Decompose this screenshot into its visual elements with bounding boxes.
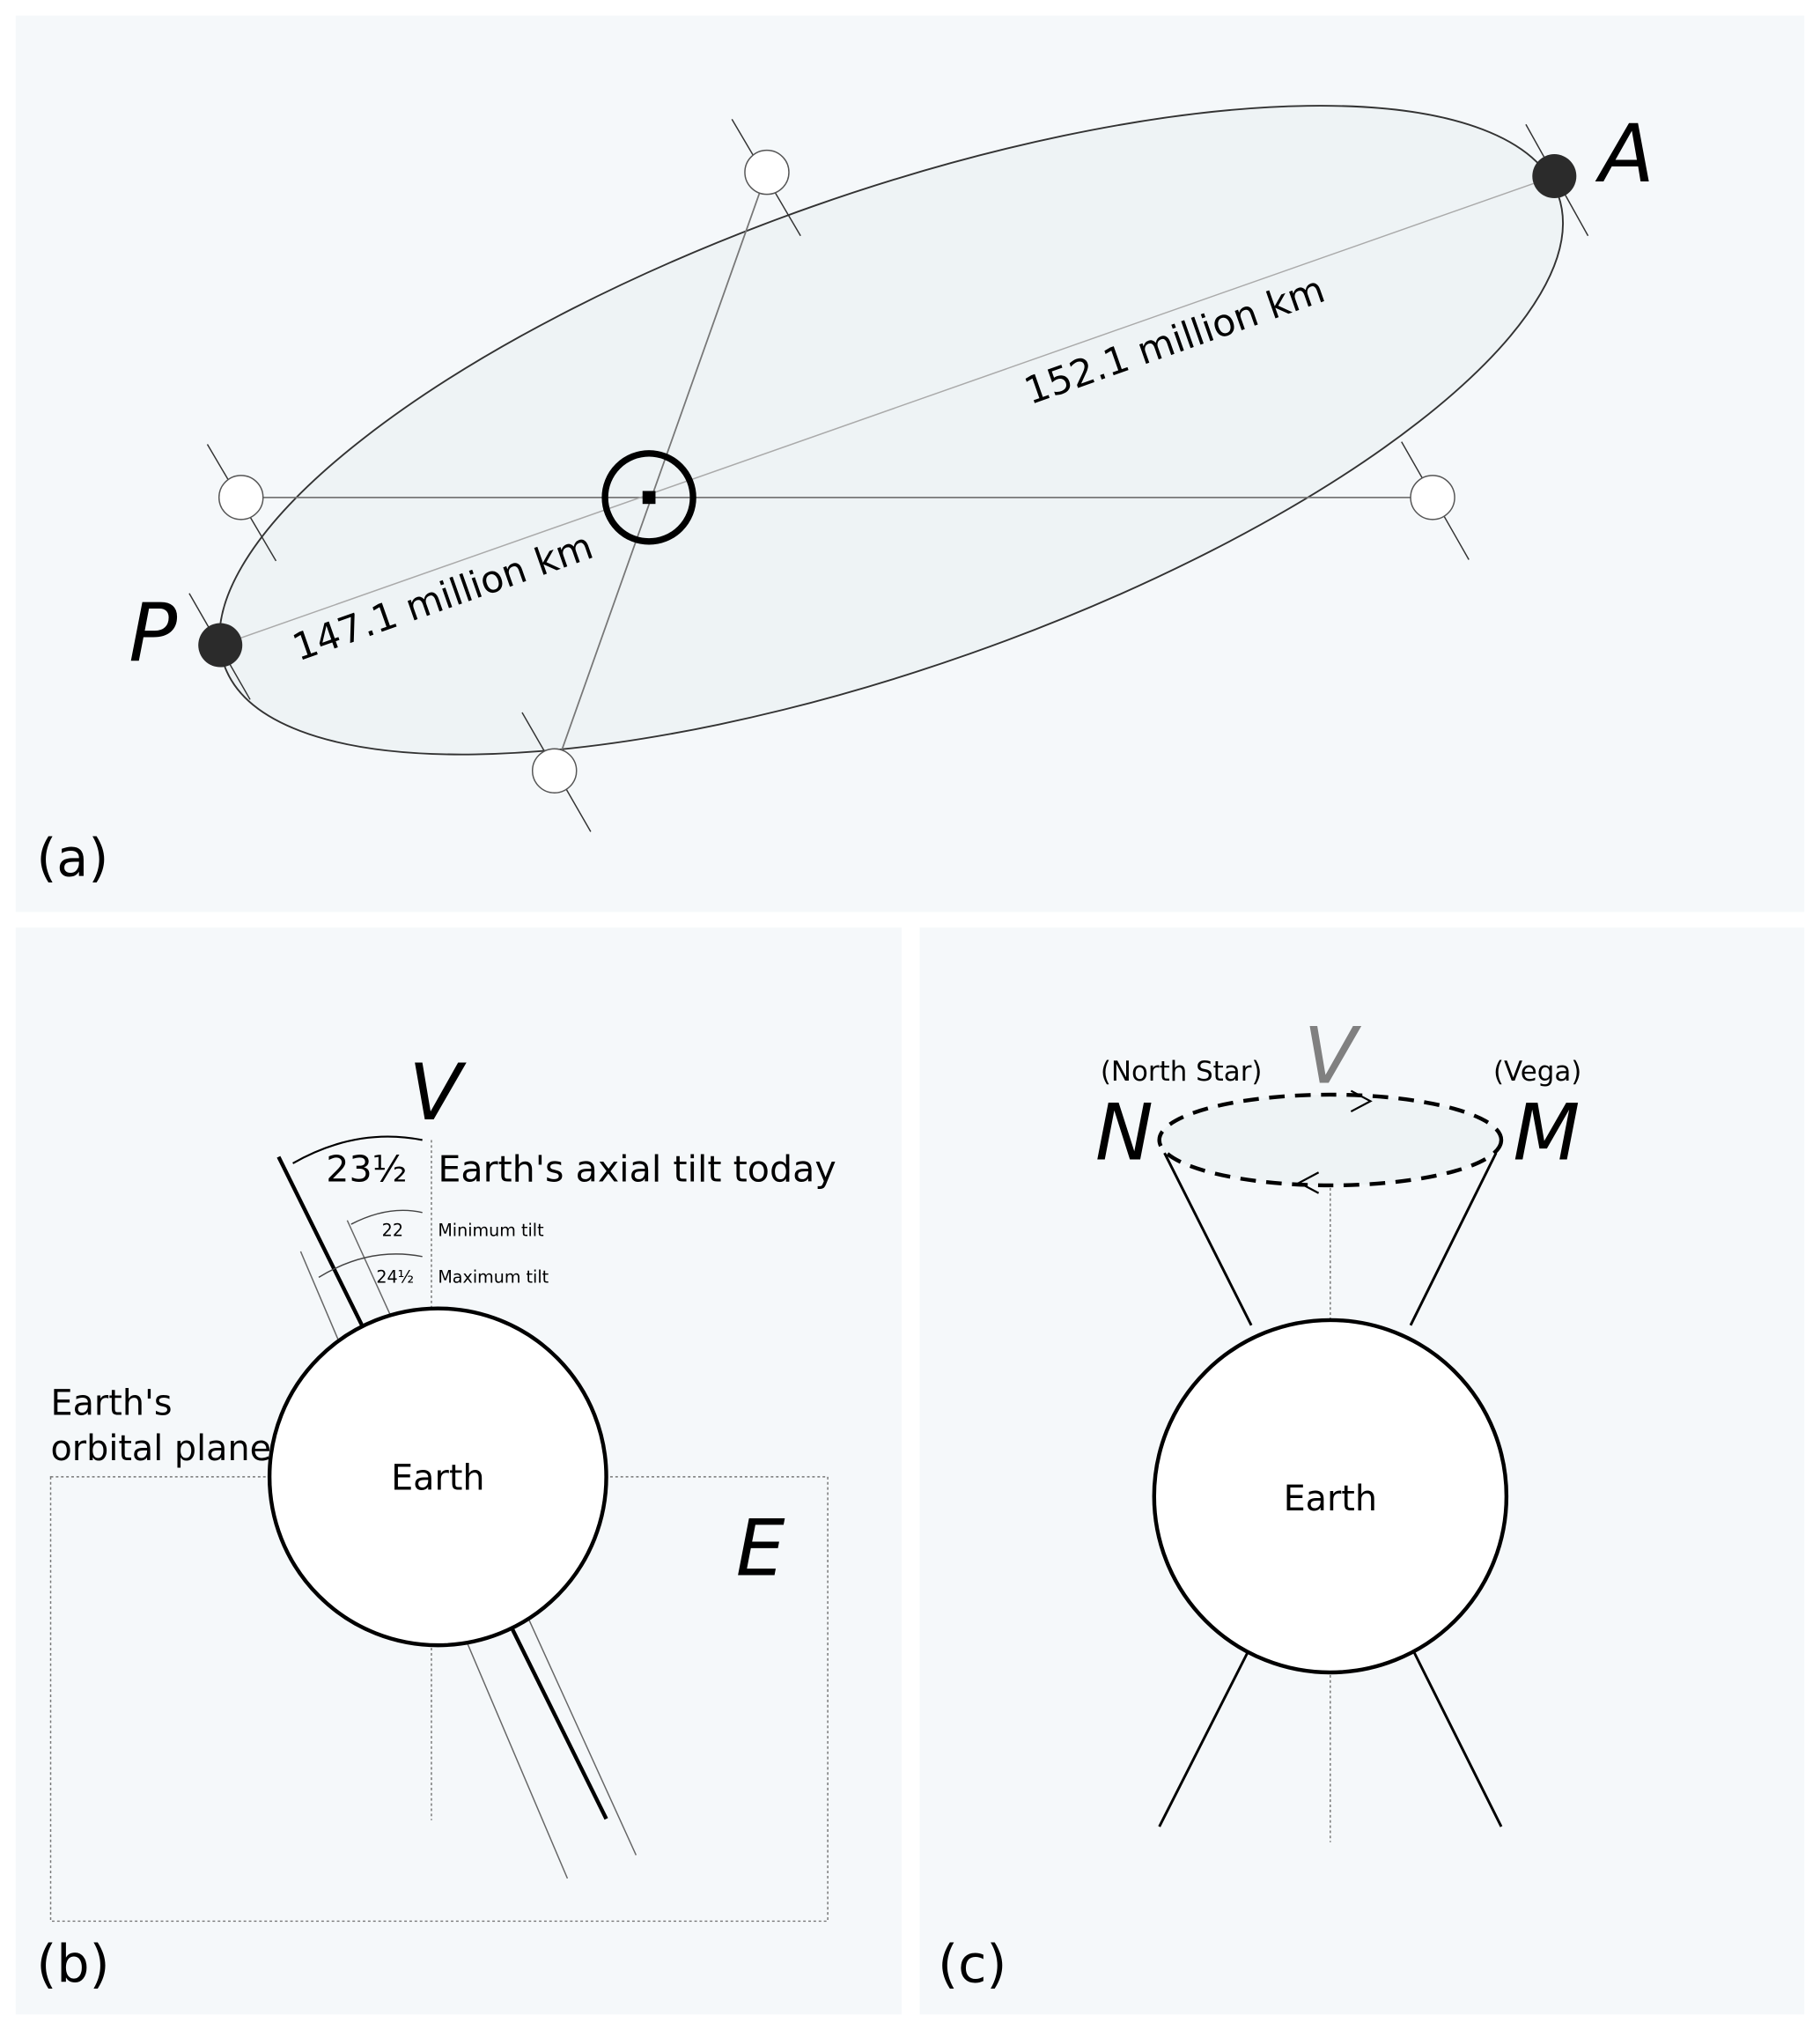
panel-a: P A 147.1 million km 152.1 million km (a… — [15, 15, 1805, 912]
sun-icon — [601, 450, 696, 545]
perihelion-label: P — [129, 586, 177, 680]
panel-c: V (North Star) (Vega) N M Earth (c) — [919, 927, 1805, 2015]
panel-a-label: (a) — [36, 827, 108, 888]
panel-c-label: (c) — [938, 1934, 1006, 1995]
max-tilt-text: Maximum tilt — [438, 1266, 549, 1287]
tilt-today-text: Earth's axial tilt today — [438, 1148, 836, 1191]
tilt-today-arc — [292, 1135, 423, 1164]
north-star-caption: (North Star) — [1101, 1056, 1263, 1088]
earth-circle — [1152, 1318, 1509, 1675]
orbit-position-top — [744, 149, 790, 196]
min-tilt-text: Minimum tilt — [438, 1220, 544, 1240]
sun-center — [642, 491, 656, 505]
earth-label: Earth — [1284, 1479, 1377, 1519]
orbital-plane-label-line2: orbital plane — [51, 1428, 272, 1469]
m-label: M — [1513, 1088, 1580, 1178]
min-tilt-arc — [350, 1209, 423, 1225]
vega-caption: (Vega) — [1493, 1056, 1581, 1088]
perihelion-earth — [198, 623, 243, 668]
earth-label: Earth — [391, 1458, 484, 1499]
panel-b: V 23½ Earth's axial tilt today 22 Minimu… — [15, 927, 902, 2015]
orbital-plane-label-line1: Earth's — [51, 1383, 173, 1423]
major-axis-line — [219, 175, 1555, 646]
n-label: N — [1095, 1088, 1153, 1178]
vertical-label: V — [1304, 1011, 1362, 1102]
orbit-position-left — [218, 475, 264, 520]
orbit-position-bottom — [531, 748, 578, 794]
max-tilt-arc — [318, 1253, 423, 1278]
plane-label: E — [736, 1503, 785, 1594]
orbit-position-right — [1410, 475, 1455, 520]
panel-b-label: (b) — [36, 1934, 109, 1995]
arrow-right-icon — [1350, 1089, 1373, 1113]
arrow-left-icon — [1297, 1171, 1320, 1194]
vertical-label: V — [409, 1047, 467, 1138]
earth-circle — [267, 1306, 608, 1648]
precession-circle — [1157, 1092, 1504, 1188]
aphelion-label: A — [1595, 107, 1654, 201]
min-tilt-value: 22 — [382, 1220, 403, 1240]
tilt-today-value: 23½ — [326, 1148, 407, 1191]
latus-line — [553, 172, 768, 771]
max-tilt-value: 24½ — [376, 1266, 414, 1287]
precession-cone — [1158, 1152, 1503, 1827]
aphelion-earth — [1532, 154, 1577, 199]
orbit-positions — [218, 149, 1455, 794]
